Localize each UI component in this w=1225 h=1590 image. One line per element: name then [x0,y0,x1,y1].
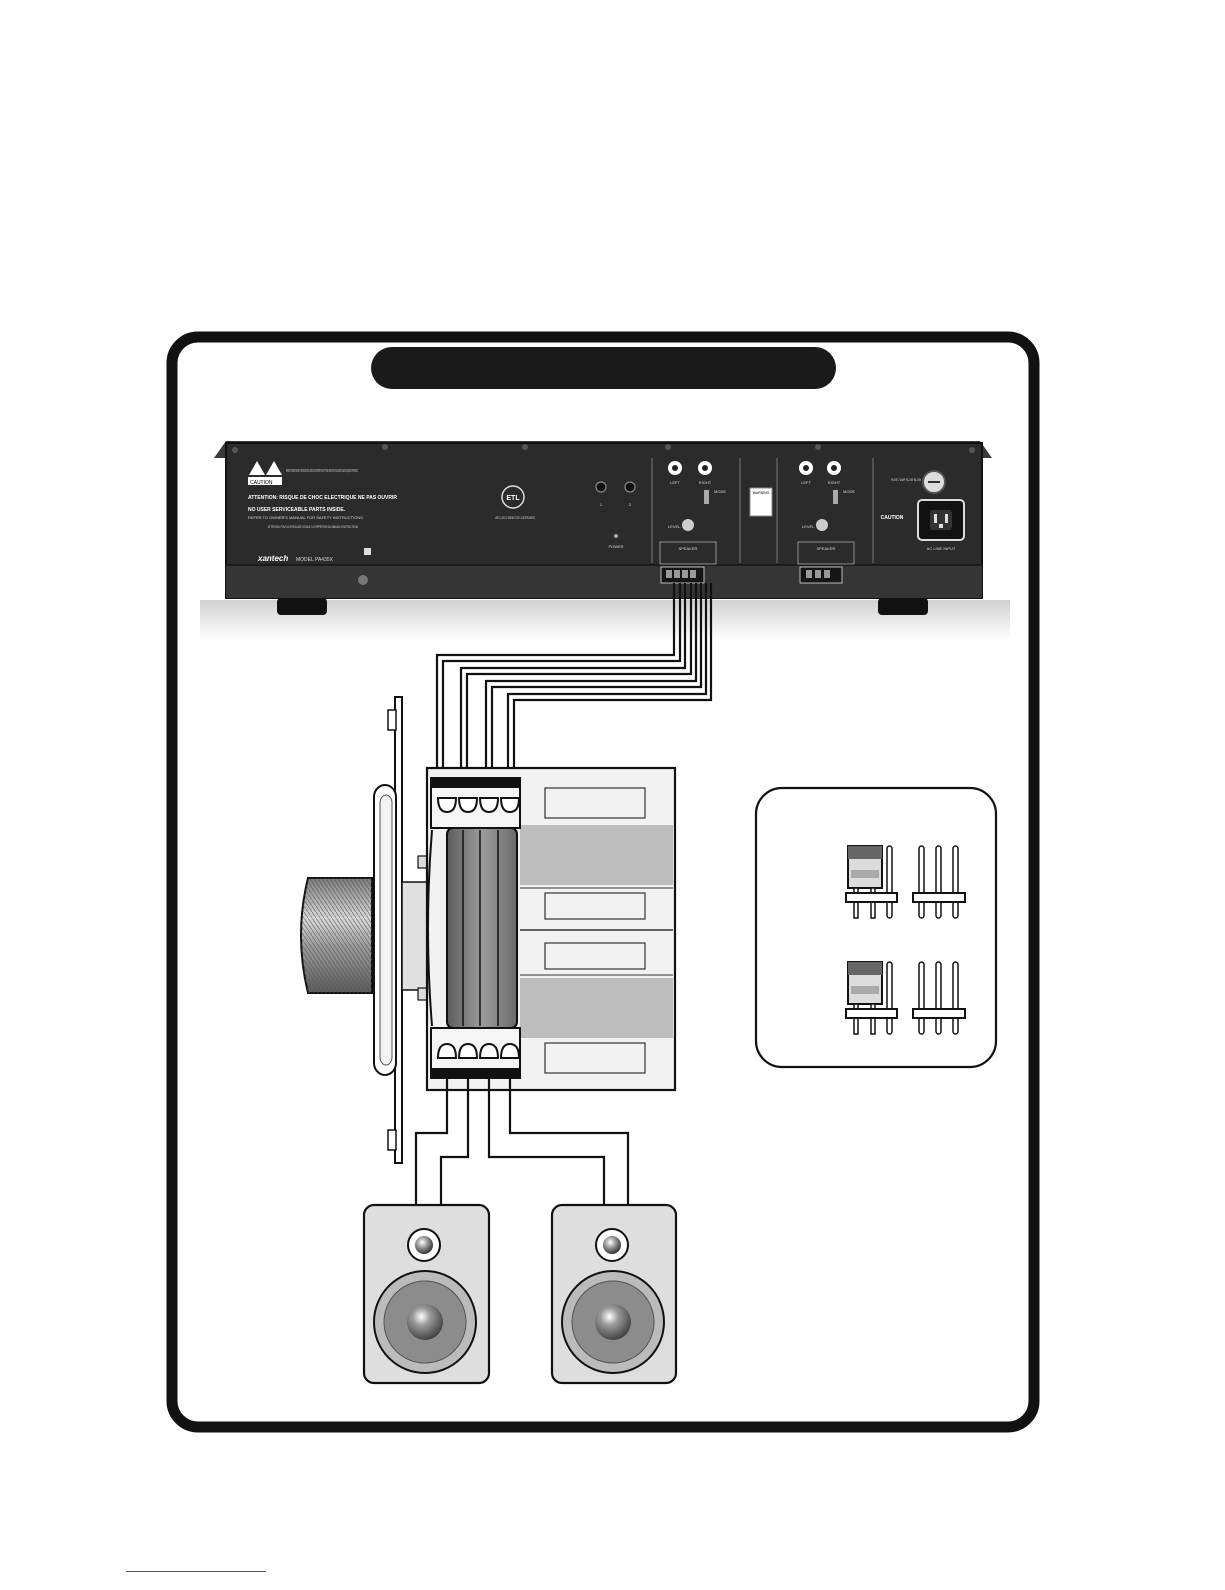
title-pill [371,347,836,389]
right-label-2: RIGHT [828,480,841,485]
caution-label: CAUTION [250,480,273,486]
top-screw-terminals[interactable] [436,797,521,814]
fuse-label: FUSE 2 AMP SLOW BLOW [891,477,921,482]
etl-mark [501,485,525,509]
mode-switch-1[interactable] [704,490,709,504]
ir-jack-2-label: 2 [629,502,632,507]
jumper-setting-2 [845,961,966,1035]
level-knob-1[interactable] [682,519,694,531]
amp-to-control-wires [435,583,713,776]
level-label-1: LEVEL [668,524,681,529]
ir-jack-2[interactable] [624,481,636,493]
amp-foot-right [878,598,928,615]
refer-text: REFER TO OWNER'S MANUAL FOR SAFETY INSTR… [248,515,364,520]
amplifier-rear-panel: CAUTION WARNING: TO REDUCE THE RISK OF F… [200,441,1010,640]
level-knob-2[interactable] [816,519,828,531]
footer-rule [126,1571,266,1572]
ac-line-label: AC LINE INPUT [927,546,956,551]
volume-control [300,696,677,1164]
mode-switch-2[interactable] [833,490,838,504]
transformer-stack [446,827,518,1029]
etl-note: USE CLASS 2 WIRING FOR LOUDSPEAKERS [495,515,535,520]
etl-text: ETL [506,495,520,502]
amp-foot-left [277,598,327,615]
mode-label-1: MODE [714,489,726,494]
jumper-callout-box [754,786,998,1069]
power-label: POWER [608,544,623,549]
ir-jack-1[interactable] [595,481,607,493]
right-label-1: RIGHT [699,480,712,485]
speaker-left [362,1203,491,1385]
attention2-text: ATTENTION: POUR LES REGLAGE CONSULT LE R… [268,524,358,529]
left-label-2: LEFT [801,480,811,485]
bottom-screw-terminals[interactable] [436,1042,521,1059]
jumper-setting-1 [845,845,966,919]
control-to-speaker-wires [414,1078,630,1205]
caution-fuse-label: CAUTION [881,515,904,521]
volume-knob[interactable] [300,877,373,994]
warning-box-label: WARNING [753,491,770,495]
attention-text: ATTENTION: RISQUE DE CHOC ELECTRIQUE NE … [248,495,397,501]
no-user-text: NO USER SERVICEABLE PARTS INSIDE. [248,507,346,513]
ir-jack-1-label: 1 [600,502,603,507]
speaker-label-2: SPEAKER [817,546,836,551]
model-text: MODEL PA435X [296,557,334,563]
level-label-2: LEVEL [802,524,815,529]
left-label-1: LEFT [670,480,680,485]
brand-logo: xantech [257,554,288,563]
speaker-label-1: SPEAKER [679,546,698,551]
warning-text: WARNING: TO REDUCE THE RISK OF FIRE OR E… [286,468,358,473]
mode-label-2: MODE [843,489,855,494]
speaker-right [550,1203,678,1385]
